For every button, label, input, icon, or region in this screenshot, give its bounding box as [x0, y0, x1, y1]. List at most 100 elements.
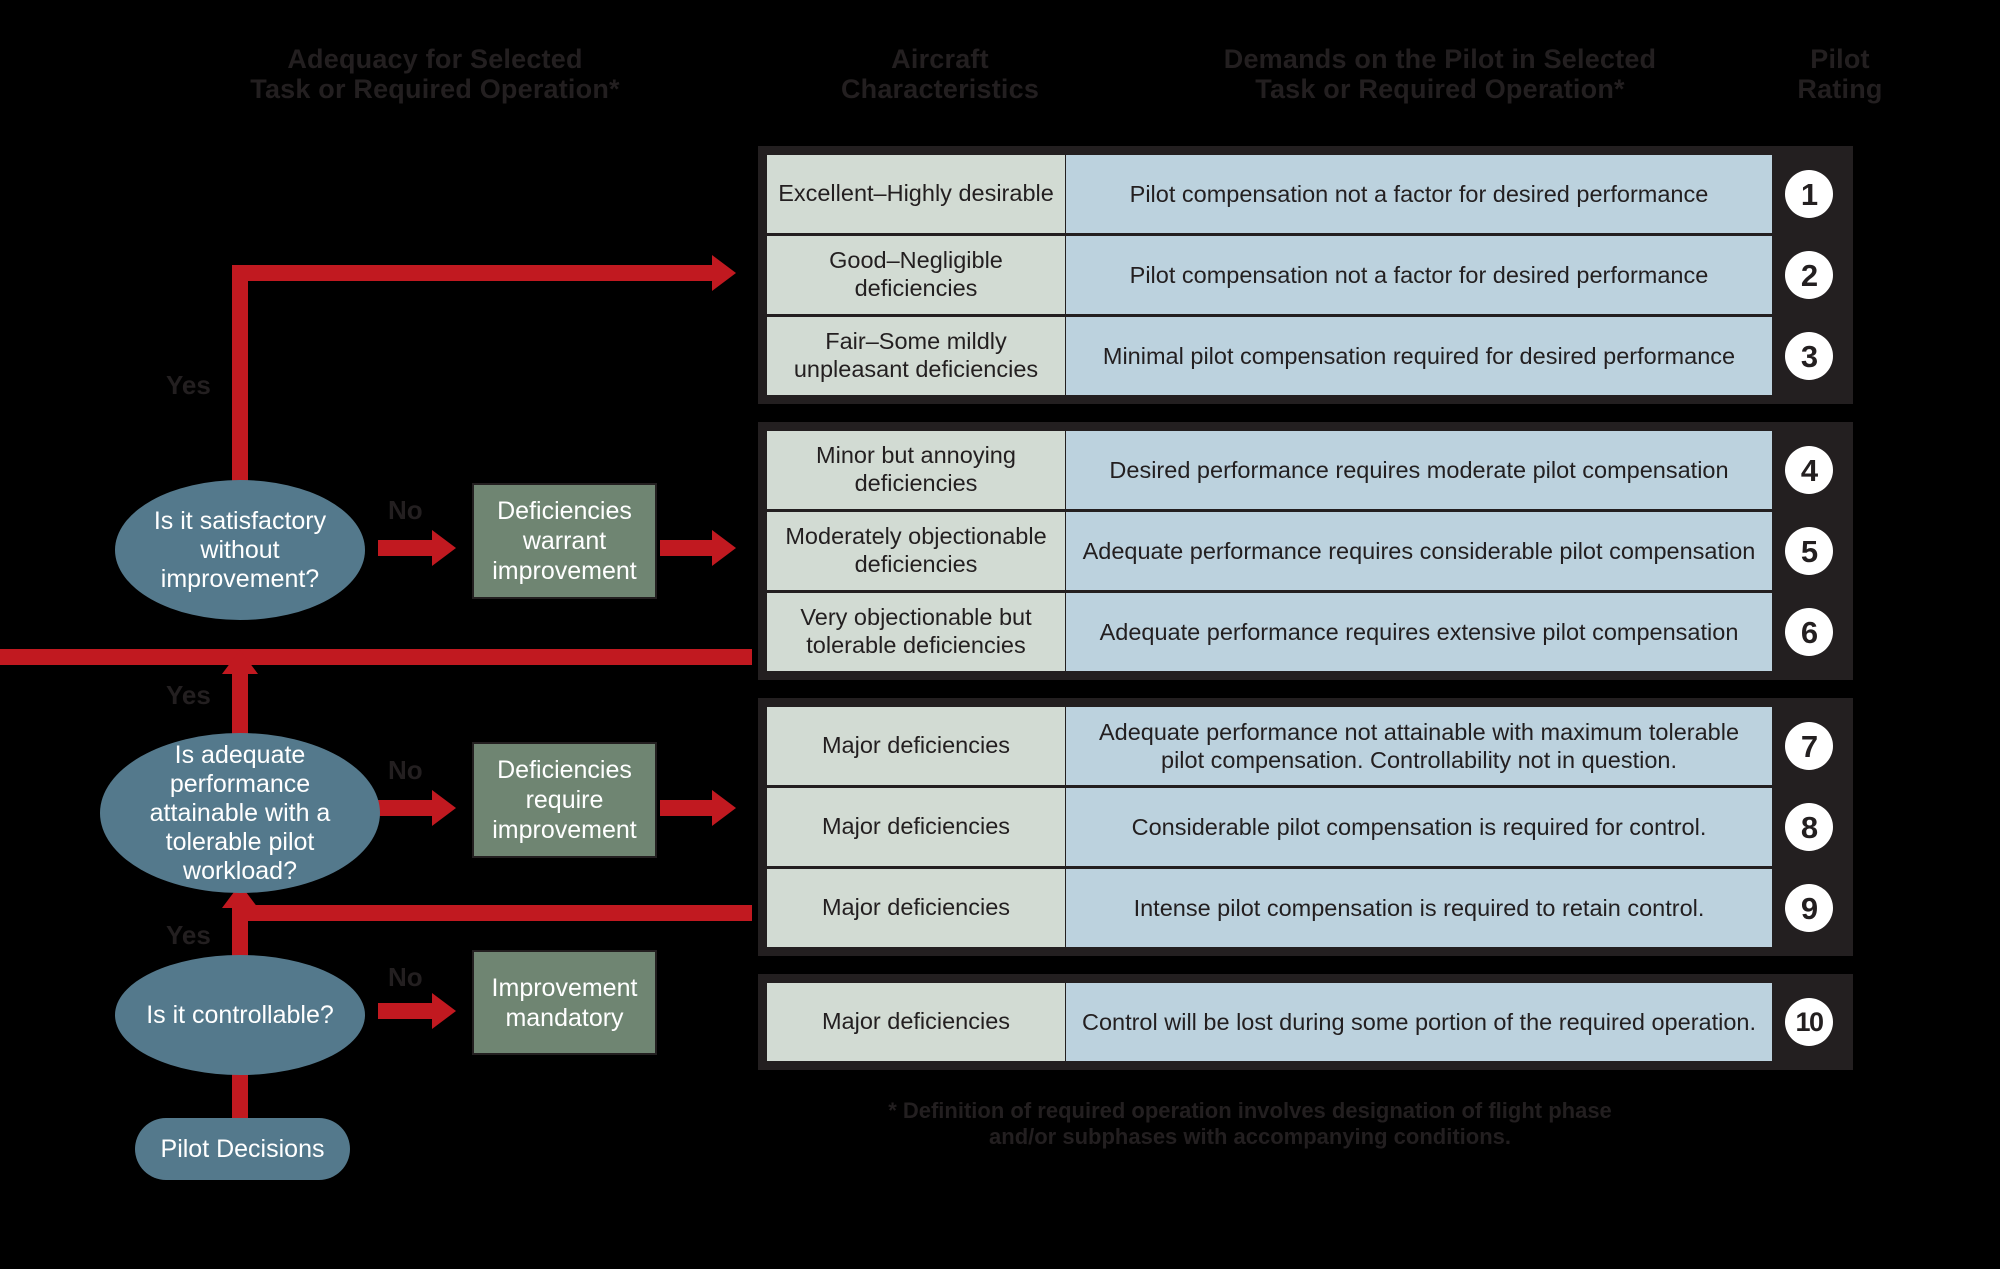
branch-label-no-2: No: [388, 755, 423, 786]
header-adequacy-line1: Adequacy for Selected: [287, 44, 583, 74]
cell-rating: 8: [1773, 787, 1845, 867]
table-row[interactable]: Moderately objectionable deficiencies Ad…: [766, 511, 1845, 591]
cell-demands: Pilot compensation not a factor for desi…: [1066, 235, 1773, 315]
no-3-text: No: [388, 962, 423, 992]
cell-demands: Desired performance requires moderate pi…: [1066, 430, 1773, 510]
cell-demands: Pilot compensation not a factor for desi…: [1066, 154, 1773, 234]
table-row[interactable]: Major deficiencies Control will be lost …: [766, 982, 1845, 1062]
header-aircraft-characteristics: Aircraft Characteristics: [780, 44, 1100, 104]
connector-satisfactory-yes-horizontal: [232, 265, 722, 281]
decision-satisfactory[interactable]: Is it satisfactory without improvement?: [115, 480, 365, 620]
arrow-up-adequate-yes: [222, 650, 258, 674]
cell-demands: Minimal pilot compensation required for …: [1066, 316, 1773, 396]
header-aircraft-line2: Characteristics: [840, 74, 1040, 105]
branch-label-no-1: No: [388, 495, 423, 526]
rating-badge: 6: [1785, 608, 1833, 656]
cell-characteristics: Very objectionable but tolerable deficie…: [766, 592, 1066, 672]
arrow-right-into-group1: [712, 255, 736, 291]
cell-rating: 6: [1773, 592, 1845, 672]
table-group-1: Excellent–Highly desirable Pilot compens…: [758, 146, 1853, 404]
yes-2-text: Yes: [166, 680, 211, 710]
connector-action1-to-group2: [660, 540, 720, 556]
footnote-line2: and/or subphases with accompanying condi…: [989, 1124, 1511, 1150]
footnote: * Definition of required operation invol…: [880, 1098, 1620, 1151]
header-rating-line1: Pilot: [1810, 44, 1870, 74]
table-group-2: Minor but annoying deficiencies Desired …: [758, 422, 1853, 680]
decision-adequate-performance[interactable]: Is adequate performance attainable with …: [100, 733, 380, 893]
connector-adequate-yes-vertical: [232, 672, 248, 734]
cell-demands: Intense pilot compensation is required t…: [1066, 868, 1773, 948]
decision-adequate-label: Is adequate performance attainable with …: [149, 740, 331, 885]
decision-satisfactory-label: Is it satisfactory without improvement?: [153, 506, 327, 593]
branch-label-no-3: No: [388, 962, 423, 993]
cell-characteristics: Major deficiencies: [766, 787, 1066, 867]
table-row[interactable]: Minor but annoying deficiencies Desired …: [766, 430, 1845, 510]
table-row[interactable]: Very objectionable but tolerable deficie…: [766, 592, 1845, 672]
start-node-label: Pilot Decisions: [160, 1134, 325, 1163]
cell-demands: Adequate performance requires considerab…: [1066, 511, 1773, 591]
header-demands-line1: Demands on the Pilot in Selected: [1223, 44, 1657, 74]
cell-characteristics: Major deficiencies: [766, 982, 1066, 1062]
action-mandatory-label: Improvement mandatory: [491, 973, 638, 1032]
header-rating-line2: Rating: [1797, 74, 1883, 105]
rating-badge: 9: [1785, 884, 1833, 932]
rating-badge: 5: [1785, 527, 1833, 575]
cell-rating: 1: [1773, 154, 1845, 234]
connector-start-to-controllable: [232, 1065, 248, 1120]
arrow-right-action2-group3: [712, 790, 736, 826]
action-deficiencies-require-improvement[interactable]: Deficiencies require improvement: [472, 742, 657, 858]
connector-no-3: [378, 1003, 440, 1019]
connector-group2-feedback-bar: [0, 649, 752, 665]
header-demands-line2: Task or Required Operation*: [1255, 74, 1625, 105]
rating-badge: 7: [1785, 722, 1833, 770]
table-row[interactable]: Good–Negligible deficiencies Pilot compe…: [766, 235, 1845, 315]
arrow-right-no-3: [432, 993, 456, 1029]
rating-badge: 4: [1785, 446, 1833, 494]
rating-badge: 3: [1785, 332, 1833, 380]
cell-demands: Considerable pilot compensation is requi…: [1066, 787, 1773, 867]
cell-characteristics: Fair–Some mildly unpleasant deficiencies: [766, 316, 1066, 396]
connector-satisfactory-yes-vertical: [232, 265, 248, 490]
cell-characteristics: Minor but annoying deficiencies: [766, 430, 1066, 510]
header-pilot-rating: Pilot Rating: [1750, 44, 1930, 104]
table-row[interactable]: Major deficiencies Adequate performance …: [766, 706, 1845, 786]
action-warrant-label: Deficiencies warrant improvement: [492, 497, 637, 585]
cell-demands: Control will be lost during some portion…: [1066, 982, 1773, 1062]
header-demands-on-pilot: Demands on the Pilot in Selected Task or…: [1110, 44, 1770, 104]
table-row[interactable]: Major deficiencies Considerable pilot co…: [766, 787, 1845, 867]
footnote-line1: * Definition of required operation invol…: [888, 1098, 1612, 1123]
connector-no-2: [378, 800, 440, 816]
cell-rating: 3: [1773, 316, 1845, 396]
cell-demands: Adequate performance not attainable with…: [1066, 706, 1773, 786]
arrow-right-action1-group2: [712, 530, 736, 566]
table-group-4: Major deficiencies Control will be lost …: [758, 974, 1853, 1070]
table-group-3: Major deficiencies Adequate performance …: [758, 698, 1853, 956]
rating-badge: 8: [1785, 803, 1833, 851]
no-1-text: No: [388, 495, 423, 525]
branch-label-yes-2: Yes: [166, 680, 211, 711]
header-adequacy: Adequacy for Selected Task or Required O…: [130, 44, 740, 104]
table-row[interactable]: Excellent–Highly desirable Pilot compens…: [766, 154, 1845, 234]
action-improvement-mandatory[interactable]: Improvement mandatory: [472, 950, 657, 1055]
connector-group3-feedback-bar: [232, 905, 752, 921]
table-row[interactable]: Fair–Some mildly unpleasant deficiencies…: [766, 316, 1845, 396]
cell-characteristics: Moderately objectionable deficiencies: [766, 511, 1066, 591]
arrow-right-no-1: [432, 530, 456, 566]
rating-badge: 2: [1785, 251, 1833, 299]
connector-no-1: [378, 540, 440, 556]
cell-rating: 2: [1773, 235, 1845, 315]
rating-badge: 10: [1785, 998, 1833, 1046]
cell-rating: 9: [1773, 868, 1845, 948]
decision-controllable[interactable]: Is it controllable?: [115, 955, 365, 1075]
action-deficiencies-warrant-improvement[interactable]: Deficiencies warrant improvement: [472, 483, 657, 599]
branch-label-yes-3: Yes: [166, 920, 211, 951]
cell-rating: 4: [1773, 430, 1845, 510]
no-2-text: No: [388, 755, 423, 785]
header-adequacy-line2: Task or Required Operation*: [250, 74, 620, 105]
cell-rating: 10: [1773, 982, 1845, 1062]
table-row[interactable]: Major deficiencies Intense pilot compens…: [766, 868, 1845, 948]
yes-3-text: Yes: [166, 920, 211, 950]
arrow-right-no-2: [432, 790, 456, 826]
start-node-pilot-decisions[interactable]: Pilot Decisions: [135, 1118, 350, 1180]
